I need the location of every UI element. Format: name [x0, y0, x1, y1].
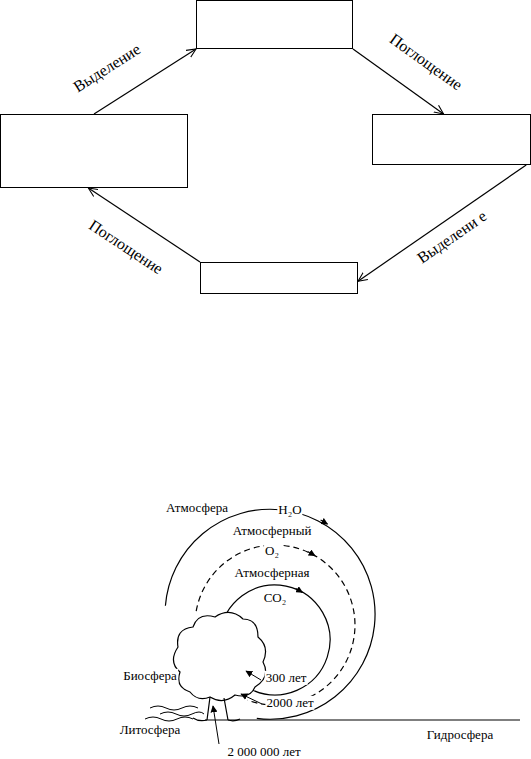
edge-label: Поглощение [385, 28, 467, 94]
sphere-label: H₂O [277, 503, 302, 517]
time-arrow [246, 671, 261, 680]
process-box [196, 0, 353, 49]
sphere-label: Литосфера [119, 723, 182, 737]
sphere-label: 2000 лет [265, 696, 314, 710]
sphere-label: CO₂ [263, 591, 288, 605]
edge-label: Выделени е [413, 206, 492, 268]
sphere-label: 2 000 000 лет [226, 745, 301, 759]
hydrosphere-surface [205, 719, 520, 720]
process-box [200, 262, 358, 294]
process-box [0, 114, 188, 188]
tree-crown [173, 612, 265, 700]
flow-arrow [358, 165, 526, 281]
edge-label: Выделение [69, 39, 146, 97]
sphere-label: Атмосферная [234, 566, 311, 580]
water-cycle-arc [165, 509, 375, 719]
time-arrow [213, 706, 219, 744]
cycle-arrowhead [296, 588, 303, 592]
sphere-label: Атмосферный [232, 524, 313, 538]
sphere-label: Биосфера [122, 669, 178, 683]
tree-trunk [193, 697, 240, 721]
cycle-arrowhead [308, 552, 315, 556]
sphere-label: 300 лет [265, 671, 308, 685]
sphere-label: Атмосфера [165, 501, 229, 515]
edge-label: Поглощение [84, 215, 168, 279]
sphere-label: O₂ [264, 544, 280, 558]
cycle-arrowhead [321, 520, 328, 524]
lithosphere-waves [145, 706, 204, 721]
time-arrow [241, 694, 262, 704]
process-box [372, 114, 531, 165]
sphere-label: Гидросфера [426, 728, 494, 742]
